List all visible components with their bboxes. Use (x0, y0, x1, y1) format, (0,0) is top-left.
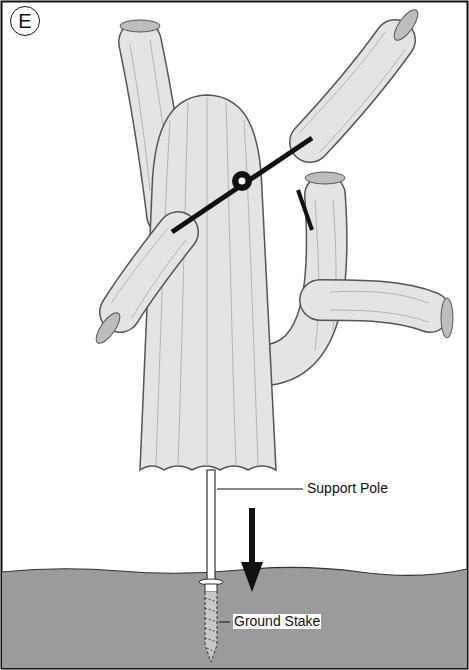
front-arms (112, 32, 405, 318)
leader-line (217, 489, 303, 490)
brace-hub-hole (239, 178, 246, 185)
arm-brace (172, 138, 312, 232)
part-label: Ground Stake (233, 614, 321, 629)
leader-line (219, 622, 230, 623)
tie-strap (298, 190, 312, 230)
arm-tip (390, 6, 422, 44)
part-label: Support Pole (306, 481, 389, 496)
arm-tip (92, 309, 124, 347)
direction-arrowhead (241, 562, 263, 592)
body-ribs (156, 97, 258, 466)
brace-hub (232, 171, 252, 191)
arm-tip (441, 298, 453, 338)
ground (2, 567, 467, 668)
ground-stake (205, 592, 217, 662)
step-letter: E (18, 11, 31, 31)
support-pole (207, 470, 215, 582)
step-letter-circle: E (10, 6, 40, 36)
stake-collar (205, 584, 217, 592)
direction-arrow (249, 508, 255, 566)
arm-tip (305, 172, 345, 184)
ground-line (2, 567, 467, 575)
arm-tip (120, 20, 160, 32)
stake-thread (205, 598, 217, 652)
